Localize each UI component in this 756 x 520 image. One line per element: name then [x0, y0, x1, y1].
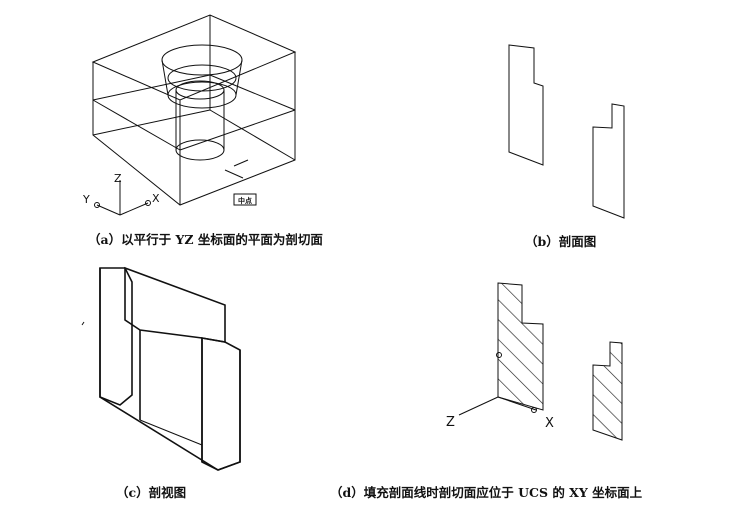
- snap-marker-tick: [233, 159, 249, 167]
- block-outline: [99, 268, 241, 471]
- hole-bottom-edge: [139, 419, 203, 446]
- counterbore-bottom-ellipse: [167, 81, 237, 109]
- stray-mark: [81, 321, 85, 326]
- axis-y-label: Y: [82, 193, 90, 206]
- panel-c-sectional-view: [81, 266, 241, 471]
- ucs-d-z-axis: [458, 396, 499, 416]
- ucs-x-axis: [119, 202, 149, 216]
- caption-c: （c）剖视图: [116, 485, 186, 500]
- counterbore-right-side: [235, 59, 243, 96]
- section-right-outline: [592, 341, 623, 441]
- section-profile-left: [508, 44, 544, 166]
- panel-a-wireframe: 中点 Z Y X: [82, 14, 297, 216]
- caption-d: （d）填充剖面线时剖切面应位于 UCS 的 XY 坐标面上: [330, 485, 643, 500]
- ucs-y-marker: [94, 202, 100, 208]
- box-hidden-bottom-left: [92, 109, 211, 136]
- snap-marker-line: [224, 169, 244, 179]
- axis-z-label: Z: [114, 172, 122, 185]
- midpoint-tag: 中点: [238, 196, 252, 205]
- axis-d-z-label: Z: [446, 415, 455, 430]
- midpoint-tag-box: [233, 193, 257, 206]
- ucs-y-axis: [96, 204, 121, 216]
- caption-a: （a）以平行于 YZ 坐标面的平面为剖切面: [88, 232, 323, 247]
- hatch-section-left: [498, 283, 543, 410]
- axis-x-label: X: [152, 192, 160, 205]
- counterbore-inner-ellipse: [167, 64, 237, 92]
- ucs-d-y-marker: [496, 352, 502, 358]
- section-profile-right: [592, 103, 625, 219]
- box-top-face: [91, 14, 297, 101]
- panel-b-sections: [508, 44, 625, 219]
- mid-line-right: [209, 74, 296, 111]
- panel-d-hatched-sections: Z X: [446, 282, 623, 441]
- mid-line-front-right: [179, 109, 296, 151]
- ucs-d-x-axis: [497, 396, 537, 411]
- ucs-x-marker: [145, 200, 151, 206]
- axis-d-x-label: X: [545, 416, 554, 431]
- mid-line-left: [92, 74, 211, 101]
- mid-line-front-left: [92, 99, 181, 151]
- hatch-right-wall: [201, 337, 241, 471]
- hatch-left-wall: [99, 267, 133, 406]
- ucs-d-x-marker: [531, 407, 537, 413]
- hole-bottom-ellipse: [175, 139, 225, 161]
- counterbore-left-side: [161, 59, 169, 96]
- caption-b: （b）剖面图: [525, 234, 596, 249]
- hatch-section-right: [593, 342, 622, 440]
